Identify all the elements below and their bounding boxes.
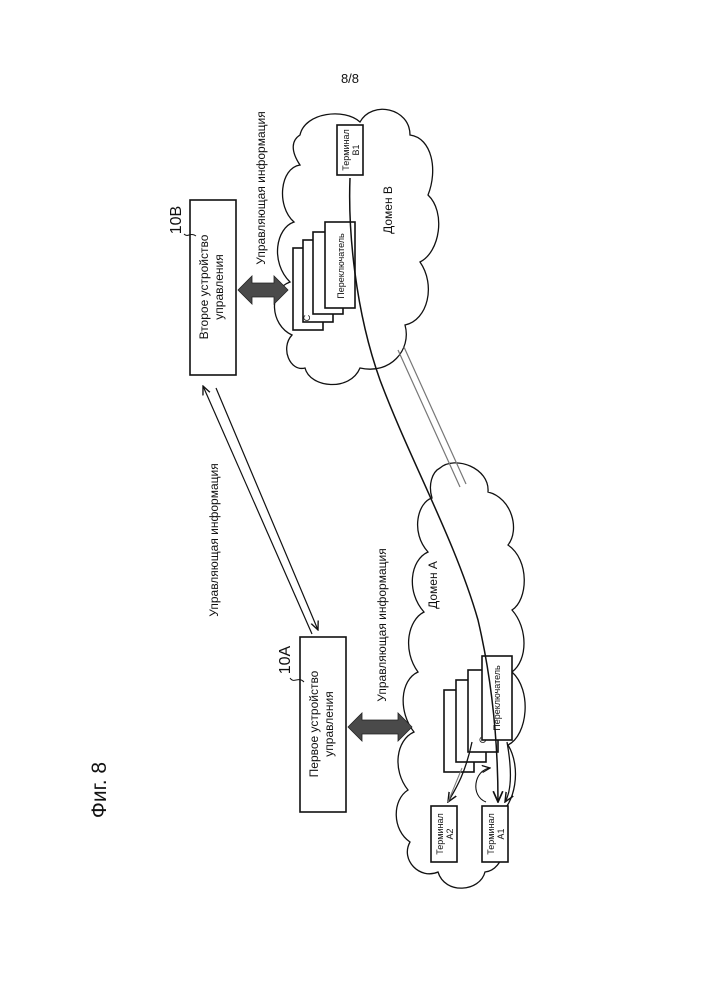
second-device-label-line1: Второе устройство xyxy=(197,234,211,339)
inter-domain-link-2 xyxy=(404,347,466,484)
first-device-ref: 10A xyxy=(277,645,294,674)
domain-b-switch-stack: С Переключатель xyxy=(293,222,355,330)
flow-loop-a1 xyxy=(476,768,490,802)
inter-domain-link-1 xyxy=(398,350,460,487)
control-info-label-center: Управляющая информация xyxy=(207,463,221,616)
terminal-a2-line1: Терминал xyxy=(435,813,445,854)
domain-a-switch-stack: С Переключатель xyxy=(444,656,512,772)
terminal-b1-line2: В1 xyxy=(351,144,361,155)
first-device-label-line1: Первое устройство xyxy=(307,670,321,777)
double-arrow-b xyxy=(238,276,288,304)
control-info-label-a: Управляющая информация xyxy=(375,548,389,701)
first-device-label-line2: управления xyxy=(322,691,336,756)
domain-b-switch-label: Переключатель xyxy=(336,233,346,299)
second-device-label-line2: управления xyxy=(212,254,226,319)
second-device-ref: 10B xyxy=(168,206,185,234)
terminal-a1-line1: Терминал xyxy=(486,813,496,854)
control-info-arrow-b-to-a xyxy=(216,388,318,630)
gray-link-a2 xyxy=(448,768,462,802)
figure-label: Фиг. 8 xyxy=(88,762,111,818)
domain-a-label: Домен А xyxy=(426,561,440,609)
domain-b-stack-letter: С xyxy=(302,314,312,321)
domain-a-switch-label: Переключатель xyxy=(492,665,502,731)
page-number: 8/8 xyxy=(341,71,359,86)
terminal-b1-line1: Терминал xyxy=(341,129,351,170)
terminal-a2-line2: А2 xyxy=(445,828,455,839)
domain-b-label: Домен В xyxy=(381,186,395,234)
terminal-a1-line2: А1 xyxy=(496,828,506,839)
control-info-label-b: Управляющая информация xyxy=(254,111,268,264)
double-arrow-a xyxy=(348,713,412,741)
flow-branch-switch-to-a1 xyxy=(505,742,511,802)
